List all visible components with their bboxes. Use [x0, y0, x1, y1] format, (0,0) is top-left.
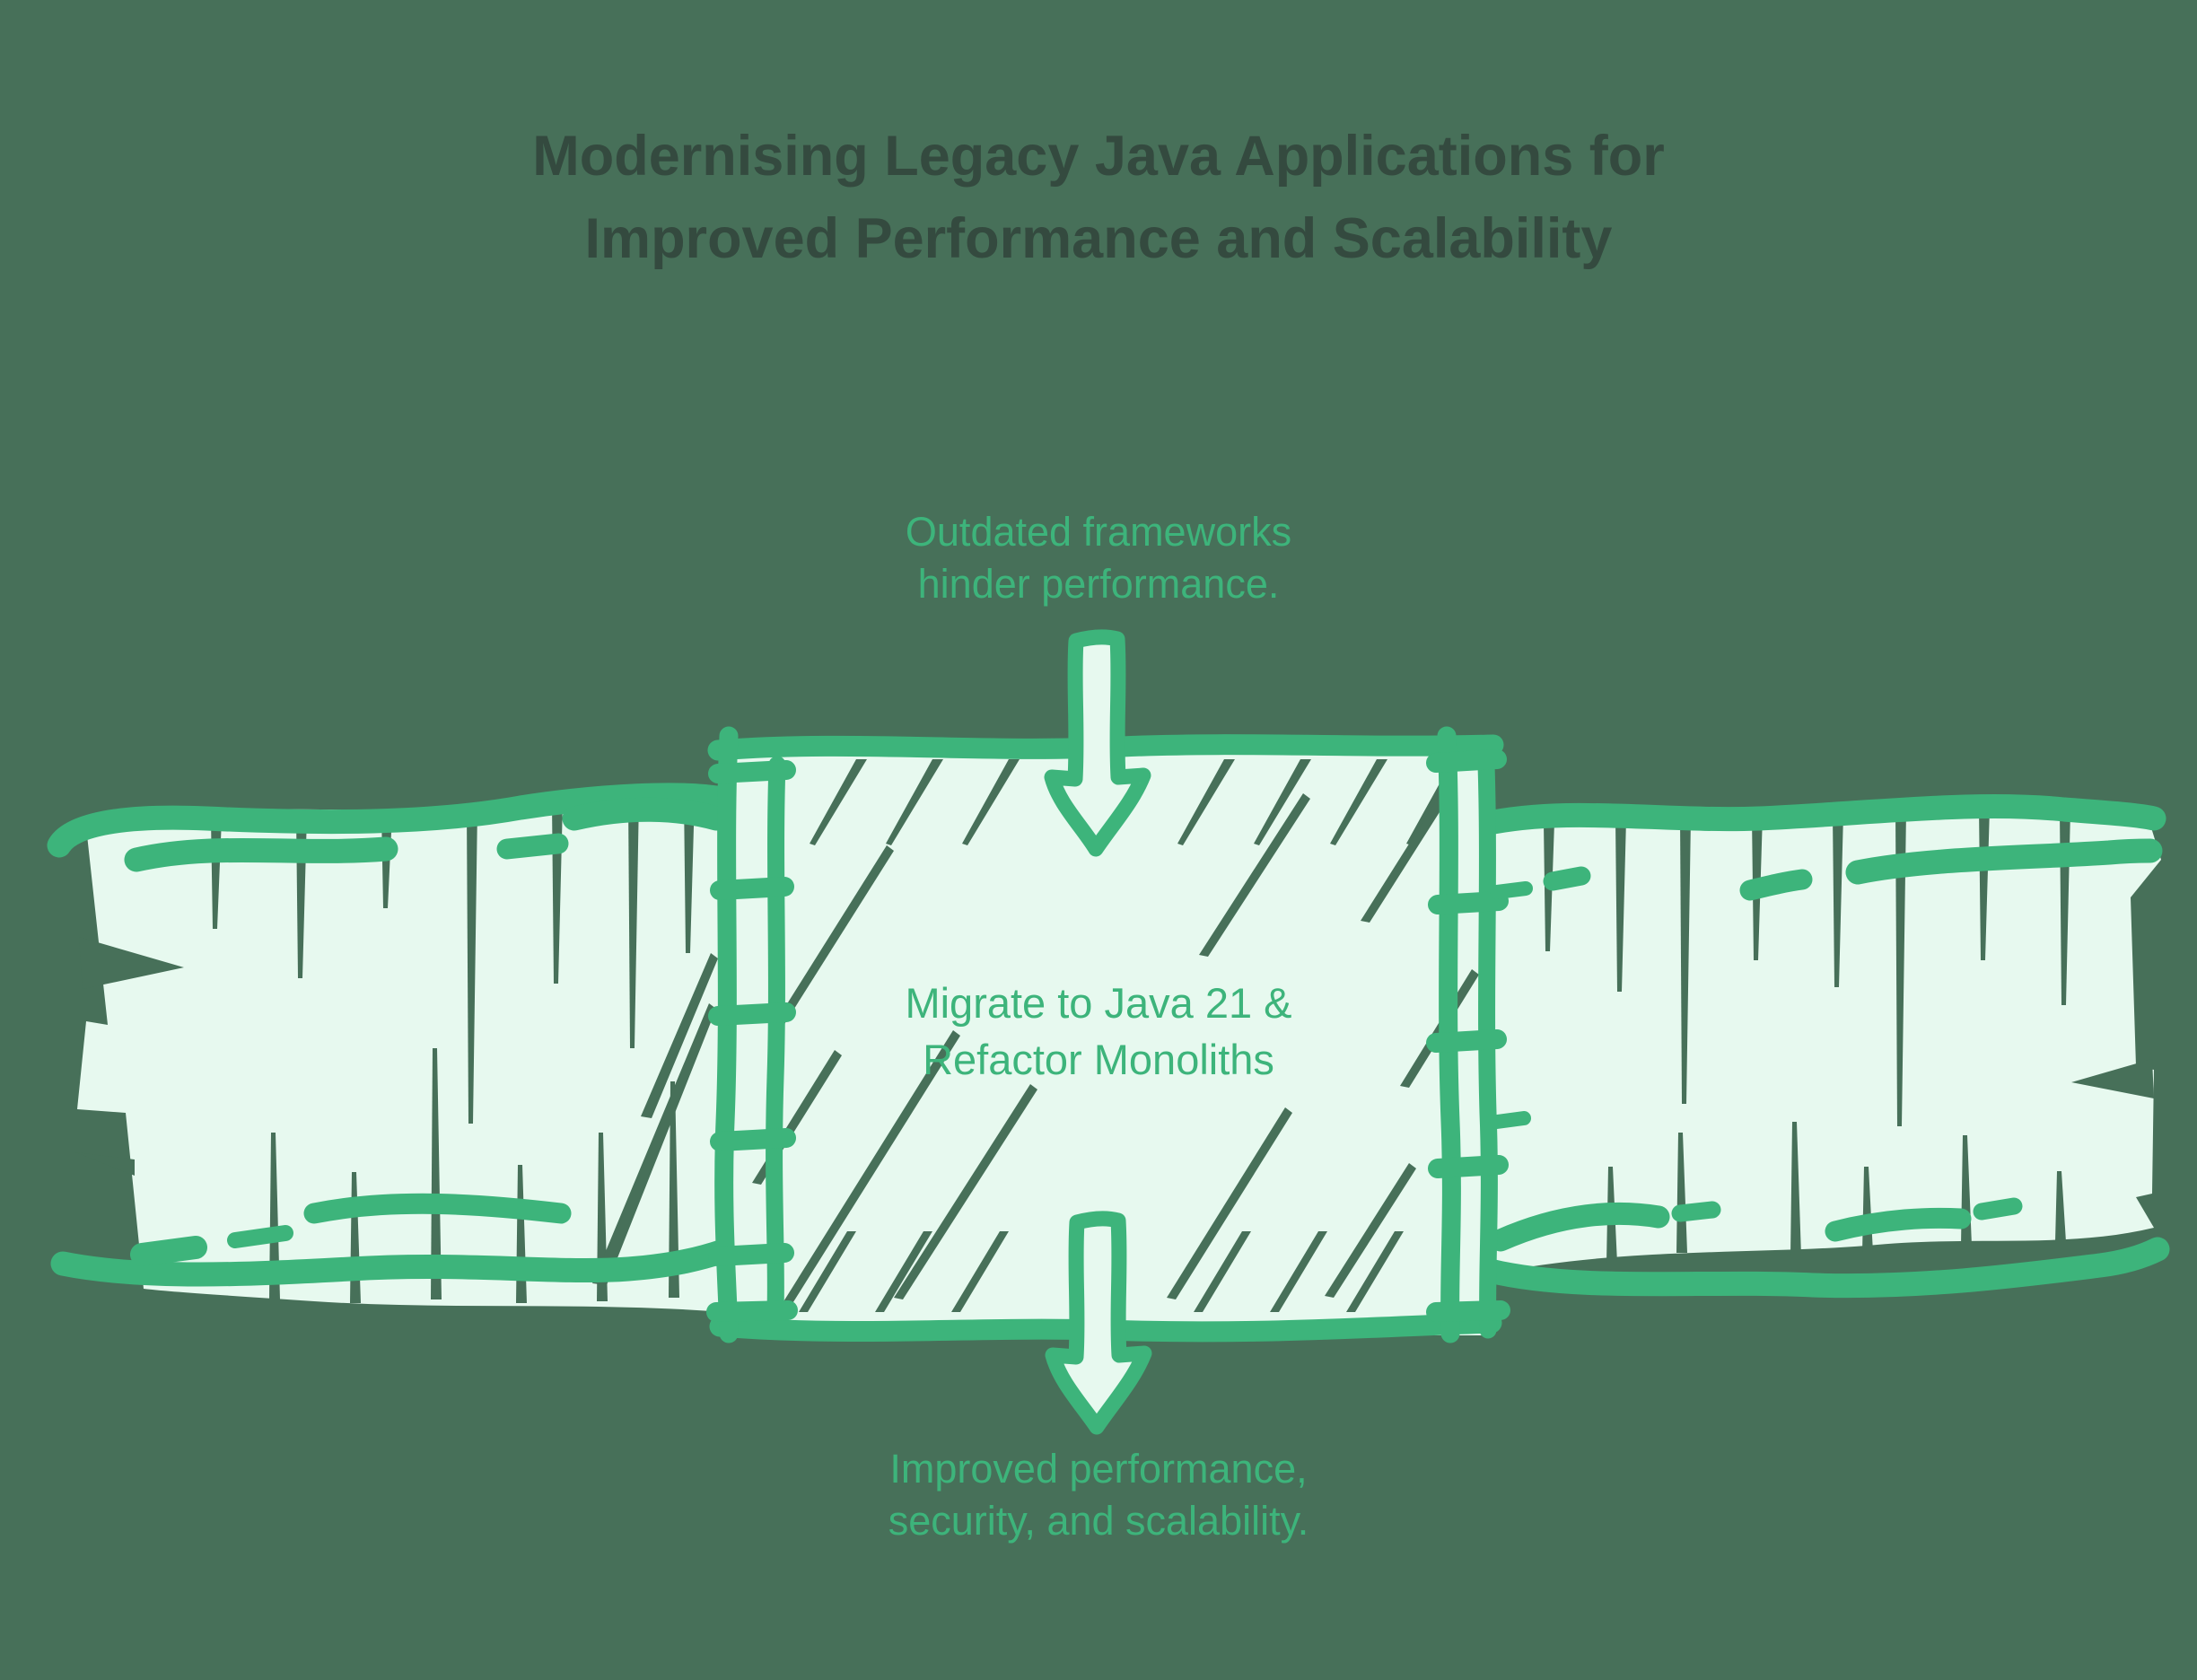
diagram-title: Modernising Legacy Java Applications for… [0, 115, 2197, 280]
output-caption-line1: Improved performance, [889, 1446, 1308, 1492]
input-caption: Outdated frameworks hinder performance. [0, 506, 2197, 610]
diagram-title-line1: Modernising Legacy Java Applications for [532, 125, 1665, 188]
process-box-line1: Migrate to Java 21 & [905, 979, 1292, 1027]
down-arrow-icon [1045, 1211, 1152, 1435]
process-box [706, 726, 1533, 1343]
down-arrow-icon [1044, 629, 1151, 857]
output-caption: Improved performance, security, and scal… [0, 1443, 2197, 1547]
right-ribbon [1472, 794, 2170, 1299]
input-caption-line1: Outdated frameworks [905, 509, 1292, 555]
process-box-line2: Refactor Monoliths [923, 1036, 1274, 1083]
diagram-title-line2: Improved Performance and Scalability [584, 207, 1613, 270]
left-ribbon [47, 783, 736, 1312]
output-caption-line2: security, and scalability. [888, 1498, 1309, 1544]
process-box-label: Migrate to Java 21 & Refactor Monoliths [0, 975, 2197, 1088]
input-caption-line2: hinder performance. [917, 561, 1280, 607]
